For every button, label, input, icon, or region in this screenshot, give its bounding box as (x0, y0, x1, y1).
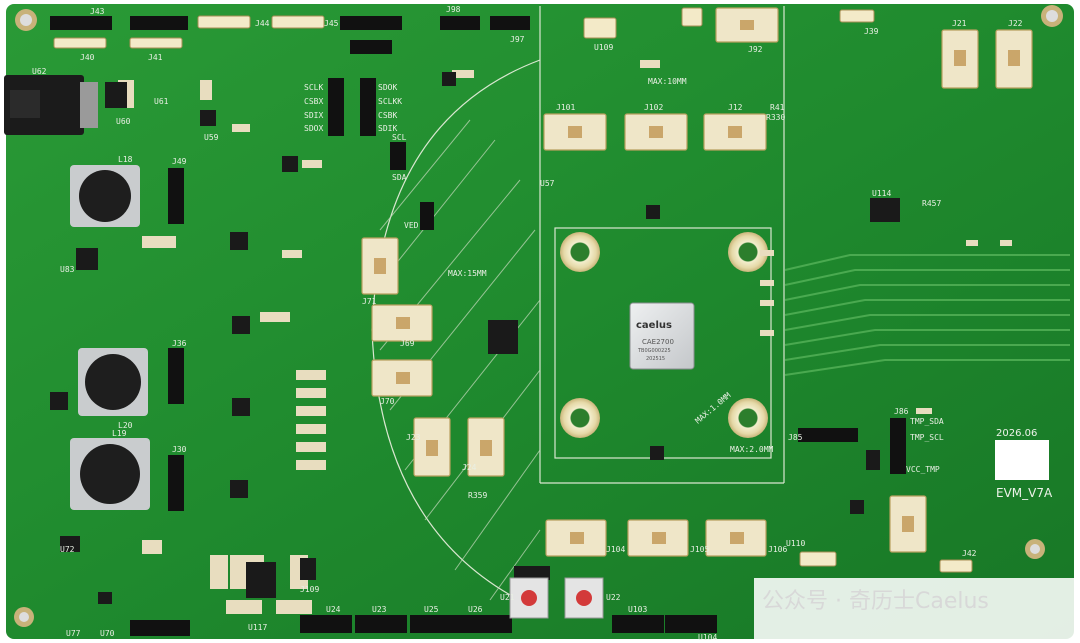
rf-connector-pins (374, 20, 1020, 544)
watermark-bg (754, 578, 1080, 643)
label-scl: SCL (392, 133, 407, 142)
label-j86: J86 (894, 407, 909, 416)
label-j21: J21 (952, 19, 967, 28)
label-u59: U59 (204, 133, 219, 142)
label-j102: J102 (644, 103, 663, 112)
label-r41: R41 (770, 103, 785, 112)
ic-packages (50, 72, 900, 604)
label-vcc-tmp: VCC_TMP (906, 465, 940, 474)
label-j24: J24 (462, 463, 477, 472)
chip-logo: caelus (636, 320, 672, 331)
chip-line3: 202515 (646, 356, 665, 362)
label-tmp-sda: TMP_SDA (910, 417, 944, 426)
mounting-holes (14, 5, 1063, 627)
label-csbk: CSBK (378, 111, 397, 120)
board-date: 2026.06 (996, 428, 1037, 439)
label-u110: U110 (786, 539, 805, 548)
label-j106: J106 (768, 545, 787, 554)
label-l19: L19 (112, 429, 127, 438)
label-j69: J69 (400, 339, 415, 348)
label-j23: J23 (406, 433, 421, 442)
label-j30: J30 (172, 445, 187, 454)
label-u26: U26 (468, 605, 483, 614)
label-r359: R359 (468, 491, 487, 500)
label-j49: J49 (172, 157, 187, 166)
label-sclk: SCLK (304, 83, 323, 92)
pin-headers (50, 16, 906, 636)
label-u57: U57 (540, 179, 555, 188)
label-sdik: SDIK (378, 124, 397, 133)
label-max-10mm: MAX:10MM (648, 77, 687, 86)
label-u60: U60 (116, 117, 131, 126)
chip-line2: TB0G000225 (637, 348, 671, 354)
label-u25: U25 (424, 605, 439, 614)
label-j39: J39 (864, 27, 879, 36)
label-u109: U109 (594, 43, 613, 52)
label-j71: J71 (362, 297, 377, 306)
label-sclkk: SCLKK (378, 97, 402, 106)
label-u62: U62 (32, 67, 47, 76)
chip-part: CAE2700 (642, 338, 674, 346)
dc-power-jack (4, 75, 98, 135)
label-j36: J36 (172, 339, 187, 348)
label-max-2mm: MAX:2.0MM (730, 445, 774, 454)
label-j70: J70 (380, 397, 395, 406)
gold-pad-rows (53, 7, 973, 573)
label-j41: J41 (148, 53, 163, 62)
watermark-text: 公众号 · 奇历士Caelus (762, 589, 989, 614)
label-j43: J43 (90, 7, 105, 16)
push-buttons (509, 577, 604, 619)
main-chip-caelus (629, 302, 695, 370)
label-u104: U104 (698, 633, 717, 642)
label-j40: J40 (80, 53, 95, 62)
label-u23: U23 (372, 605, 387, 614)
label-j98: J98 (446, 5, 461, 14)
label-j101: J101 (556, 103, 575, 112)
label-j104: J104 (606, 545, 625, 554)
label-u21: U21 (500, 593, 515, 602)
board-version: EVM_V7A (996, 486, 1053, 500)
mounting-ring-pads (560, 232, 768, 438)
label-j85: J85 (788, 433, 803, 442)
label-max-15mm: MAX:15MM (448, 269, 487, 278)
label-u114: U114 (872, 189, 891, 198)
label-j105: J105 (690, 545, 709, 554)
label-sdix: SDIX (304, 111, 323, 120)
label-j45: J45 (324, 19, 339, 28)
label-ved: VED (404, 221, 419, 230)
label-r330: R330 (766, 113, 785, 122)
label-u117: U117 (248, 623, 267, 632)
label-csbx: CSBX (304, 97, 323, 106)
label-j44: J44 (255, 19, 270, 28)
label-l20: L20 (118, 421, 133, 430)
label-j12: J12 (728, 103, 743, 112)
label-u70: U70 (100, 629, 115, 638)
label-u24: U24 (326, 605, 341, 614)
label-u83: U83 (60, 265, 75, 274)
label-r457: R457 (922, 199, 941, 208)
label-sda: SDA (392, 173, 407, 182)
label-j109: J109 (300, 585, 319, 594)
label-u22: U22 (606, 593, 621, 602)
label-u77: U77 (66, 629, 81, 638)
label-tmp-scl: TMP_SCL (910, 433, 944, 442)
label-j22: J22 (1008, 19, 1023, 28)
label-u72: U72 (60, 545, 75, 554)
label-u61: U61 (154, 97, 169, 106)
label-l18: L18 (118, 155, 133, 164)
power-inductors (70, 165, 150, 510)
label-u103: U103 (628, 605, 647, 614)
label-j92: J92 (748, 45, 763, 54)
label-j97: J97 (510, 35, 525, 44)
label-j42: J42 (962, 549, 977, 558)
label-sdok: SDOK (378, 83, 397, 92)
trace-bundle (784, 254, 1070, 376)
label-sdox: SDOX (304, 124, 323, 133)
label-sticker (995, 440, 1049, 480)
